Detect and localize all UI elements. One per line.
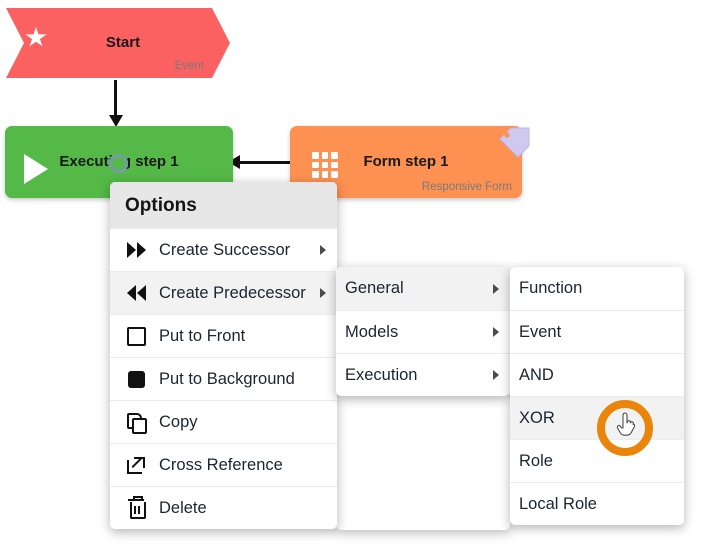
submenu-level-2[interactable]: General Models Execution: [336, 267, 510, 396]
menu-item-label: Create Successor: [159, 240, 291, 259]
pointing-hand-cursor-icon: [616, 412, 636, 436]
chevron-right-icon: [493, 283, 499, 294]
empty-submenu-panel: [336, 396, 510, 530]
context-menu-options[interactable]: Options Create Successor Create Predeces…: [110, 182, 337, 529]
menu-item-put-to-front[interactable]: Put to Front: [110, 314, 337, 357]
submenu-item-label: Function: [519, 279, 583, 297]
submenu-item-label: XOR: [519, 408, 555, 427]
submenu-item-local-role[interactable]: Local Role: [510, 482, 684, 525]
submenu-item-label: Local Role: [519, 494, 597, 513]
square-outline-icon: [121, 325, 151, 347]
menu-item-create-successor[interactable]: Create Successor: [110, 228, 337, 271]
play-icon: [24, 154, 48, 184]
node-start[interactable]: Start Event: [6, 8, 230, 78]
submenu-level-3[interactable]: Function Event AND XOR Role Local Role: [510, 267, 684, 525]
submenu-item-label: Models: [345, 322, 399, 341]
menu-item-label: Copy: [159, 412, 198, 431]
connector-form-to-executing: [239, 161, 291, 164]
trash-icon: [121, 495, 151, 519]
submenu-item-execution[interactable]: Execution: [336, 353, 510, 396]
node-start-label: Start: [105, 33, 141, 51]
cursor-highlight-ring: [597, 400, 653, 456]
menu-item-label: Put to Background: [159, 369, 295, 388]
submenu-item-and[interactable]: AND: [510, 353, 684, 396]
menu-item-label: Delete: [159, 498, 207, 517]
context-menu-title: Options: [110, 182, 337, 228]
menu-item-label: Cross Reference: [159, 455, 283, 474]
submenu-item-label: General: [345, 279, 404, 297]
menu-item-put-to-background[interactable]: Put to Background: [110, 357, 337, 400]
external-link-icon: [121, 454, 151, 476]
submenu-item-label: Role: [519, 451, 553, 470]
chevron-right-icon: [493, 327, 499, 337]
fast-forward-icon: [121, 239, 151, 261]
grid-icon: [312, 152, 338, 178]
rewind-icon: [121, 282, 151, 304]
copy-icon: [121, 411, 151, 434]
node-start-sublabel: Event: [174, 60, 204, 72]
submenu-item-label: Execution: [345, 365, 418, 384]
submenu-item-role[interactable]: Role: [510, 439, 684, 482]
chevron-right-icon: [493, 370, 499, 380]
menu-item-label: Put to Front: [159, 326, 246, 345]
menu-item-create-predecessor[interactable]: Create Predecessor: [110, 271, 337, 314]
menu-item-copy[interactable]: Copy: [110, 400, 337, 443]
square-filled-icon: [121, 368, 151, 390]
submenu-item-function[interactable]: Function: [510, 267, 684, 310]
submenu-item-label: AND: [519, 365, 554, 384]
node-start-shape: [6, 8, 230, 78]
menu-item-delete[interactable]: Delete: [110, 486, 337, 529]
submenu-item-label: Event: [519, 322, 562, 341]
chevron-right-icon: [320, 245, 326, 255]
connector-start-to-executing: [114, 80, 117, 118]
submenu-item-models[interactable]: Models: [336, 310, 510, 353]
tag-badge-icon: [499, 127, 530, 158]
submenu-item-general[interactable]: General: [336, 267, 510, 310]
menu-item-cross-reference[interactable]: Cross Reference: [110, 443, 337, 486]
node-form-step-1-sublabel: Responsive Form: [421, 181, 512, 193]
node-form-step-1-label: Form step 1: [363, 152, 449, 170]
submenu-item-event[interactable]: Event: [510, 310, 684, 353]
connector-arrowhead-down: [109, 115, 123, 127]
chevron-right-icon: [320, 288, 326, 298]
menu-item-label: Create Predecessor: [159, 283, 306, 302]
node-connection-port[interactable]: [109, 154, 128, 173]
